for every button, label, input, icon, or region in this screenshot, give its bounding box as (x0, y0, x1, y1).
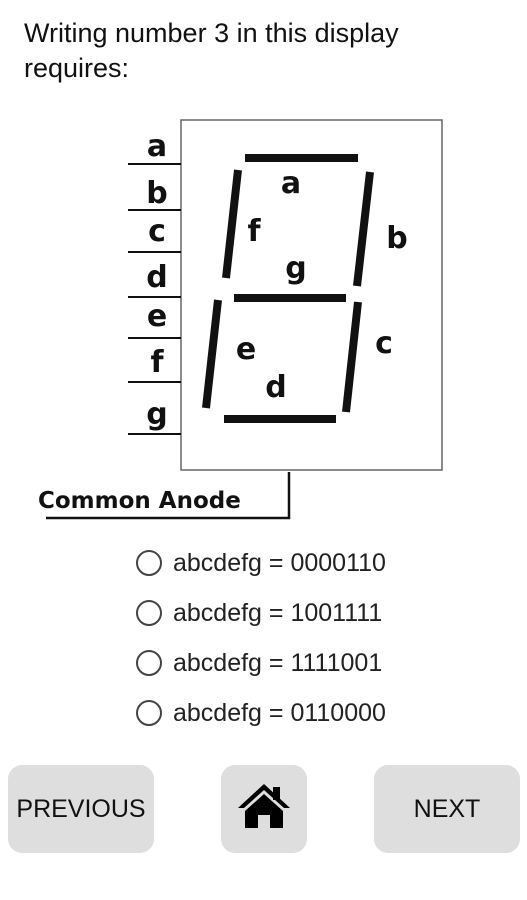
home-button[interactable] (221, 765, 307, 853)
question-text: Writing number 3 in this display require… (24, 18, 399, 83)
seven-segment-diagram: a b c d e f g a f b g e c d (0, 110, 527, 530)
segment-label-c: c (375, 326, 393, 361)
option-3[interactable]: abcdefg = 1111001 (136, 638, 516, 688)
segment-c (342, 301, 362, 413)
radio-button-4[interactable] (136, 700, 162, 726)
pin-label-g: g (146, 397, 167, 432)
segment-label-g: g (285, 251, 306, 286)
pin-label-e: e (147, 299, 167, 334)
caption-bracket (46, 472, 291, 520)
segment-label-d: d (265, 370, 286, 405)
radio-button-2[interactable] (136, 600, 162, 626)
pin-label-b: b (146, 176, 167, 211)
option-label-1: abcdefg = 0000110 (173, 548, 386, 577)
segment-e (202, 299, 222, 409)
segment-f (222, 169, 242, 279)
option-1[interactable]: abcdefg = 0000110 (136, 538, 516, 588)
segment-label-f: f (247, 214, 261, 249)
radio-button-1[interactable] (136, 550, 162, 576)
answer-options: abcdefg = 0000110 abcdefg = 1001111 abcd… (136, 538, 516, 738)
option-label-3: abcdefg = 1111001 (173, 648, 383, 677)
pin-label-a: a (147, 129, 167, 164)
segment-label-e: e (236, 332, 256, 367)
radio-button-3[interactable] (136, 650, 162, 676)
pin-label-f: f (150, 345, 164, 380)
home-icon (235, 781, 293, 838)
pin-label-c: c (148, 214, 166, 249)
segment-label-b: b (386, 221, 407, 256)
option-label-4: abcdefg = 0110000 (173, 698, 386, 727)
next-button[interactable]: NEXT (374, 765, 520, 853)
segment-label-a: a (281, 166, 301, 201)
segment-b (353, 171, 374, 287)
previous-button[interactable]: PREVIOUS (8, 765, 154, 853)
pin-label-d: d (146, 260, 167, 295)
diagram-caption: Common Anode (38, 488, 241, 514)
option-4[interactable]: abcdefg = 0110000 (136, 688, 516, 738)
option-label-2: abcdefg = 1001111 (173, 598, 383, 627)
option-2[interactable]: abcdefg = 1001111 (136, 588, 516, 638)
